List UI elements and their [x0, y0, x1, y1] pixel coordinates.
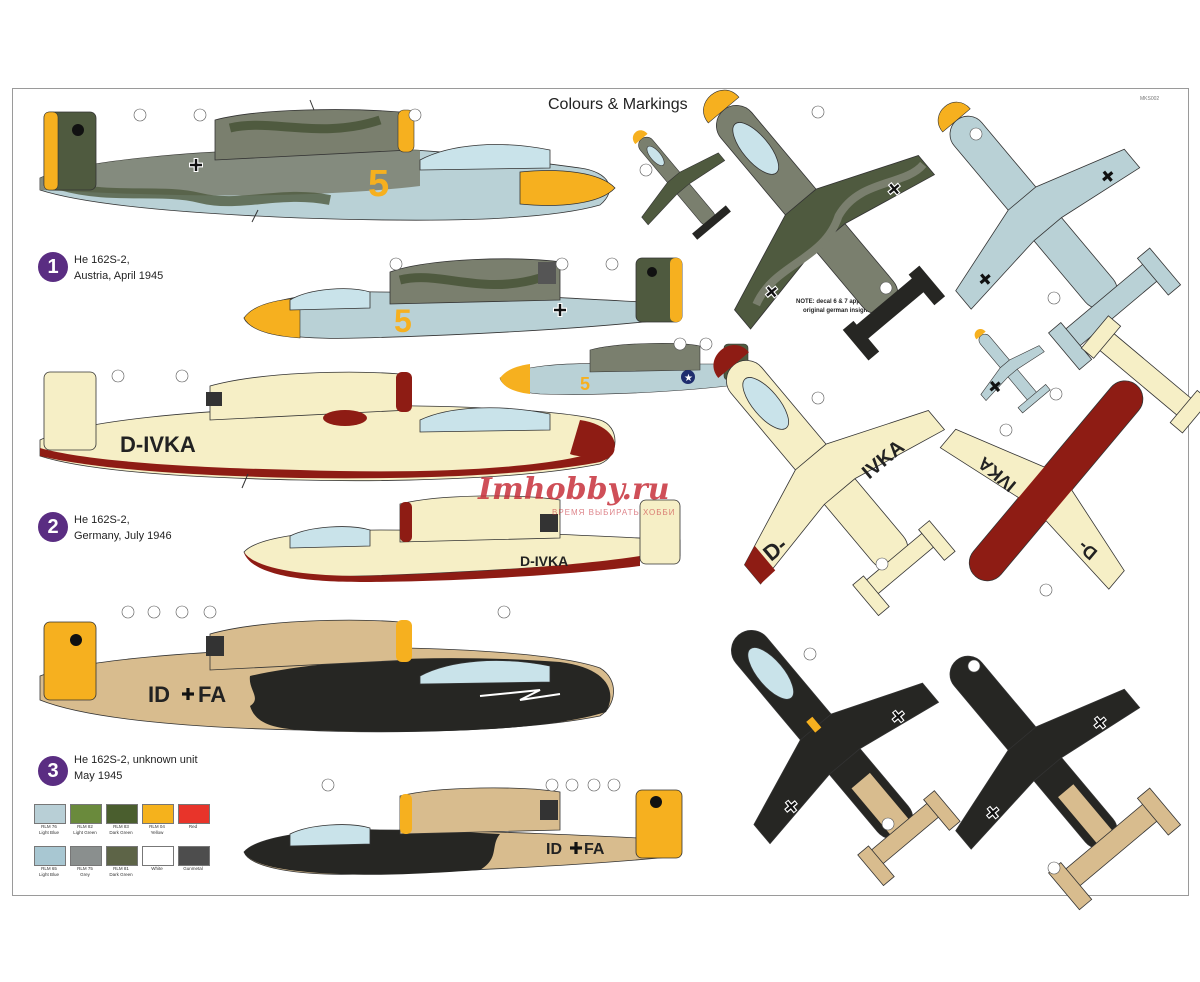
scheme-2-caption-line2: Germany, July 1946	[74, 530, 172, 542]
scheme3-side-code-right-right: FA	[584, 841, 605, 858]
scheme-1-caption-line1: He 162S-2,	[74, 254, 130, 266]
scheme-3-caption: He 162S-2, unknown unit May 1945	[74, 752, 198, 784]
scheme-2-badge: 2	[38, 512, 68, 542]
swatch-white	[142, 846, 174, 866]
scheme2-top: D- IVKA	[713, 345, 956, 617]
scheme2-side-registration-right: D-IVKA	[520, 553, 568, 569]
swatch-rlm83	[106, 804, 138, 824]
scheme3-side-code-right: FA	[198, 682, 226, 707]
scheme1-top-small	[632, 130, 731, 240]
scheme-1-caption-line2: Austria, April 1945	[74, 270, 164, 282]
swatch-gunmetal	[178, 846, 210, 866]
scheme1-bottom-small	[974, 328, 1051, 414]
swatch-rlm81	[106, 846, 138, 866]
swatch-label-4: Red	[188, 824, 198, 829]
scheme1-top-large	[703, 89, 946, 361]
decal-note: NOTE: decal 6 & 7 apply over original ge…	[796, 298, 879, 316]
swatch-rlm76	[34, 804, 66, 824]
sheet-title: Colours & Markings	[548, 96, 688, 113]
scheme3-side-code-left-right: ID	[546, 841, 562, 858]
scheme1-side-right: 5	[243, 257, 683, 339]
svg-text:★: ★	[684, 373, 693, 384]
scheme1-bottom-large	[937, 101, 1182, 371]
scheme3-top	[731, 630, 961, 887]
scheme1-small-number: 5	[580, 374, 590, 394]
swatch-label-9: Gunmetal	[183, 866, 203, 871]
scheme-3-caption-line1: He 162S-2, unknown unit	[74, 754, 198, 766]
decal-callouts	[111, 105, 1063, 875]
decal-note-line1: NOTE: decal 6 & 7 apply over	[796, 299, 880, 305]
sheet-code: MKS002	[1140, 96, 1160, 102]
swatch-rlm82	[70, 804, 102, 824]
swatch-rlm04	[142, 804, 174, 824]
watermark-tagline: ВРЕМЯ ВЫБИРАТЬ ХОББИ	[552, 508, 676, 517]
instruction-sheet	[12, 88, 1189, 896]
scheme-3-caption-line2: May 1945	[74, 770, 123, 782]
scheme1-side-small: ★ 5	[499, 343, 749, 395]
scheme-3-badge: 3	[38, 756, 68, 786]
scheme-2-caption: He 162S-2, Germany, July 1946	[74, 512, 172, 544]
scheme-2-caption-line1: He 162S-2,	[74, 514, 130, 526]
scheme-1-caption: He 162S-2, Austria, April 1945	[74, 252, 163, 284]
scheme3-side-right: ID FA	[243, 787, 683, 875]
swatch-rlm65	[34, 846, 66, 866]
scheme1-side-left: 5	[39, 99, 616, 223]
swatch-rlm75	[70, 846, 102, 866]
swatch-label-8: White	[151, 866, 163, 871]
swatch-red	[178, 804, 210, 824]
scheme3-bottom	[949, 655, 1182, 911]
scheme3-side-left: ID FA	[39, 619, 614, 733]
scheme2-bottom: IVKA D-	[939, 315, 1200, 590]
decal-note-line2: original german insignia	[803, 308, 873, 314]
scheme2-side-left: D-IVKA	[39, 371, 616, 489]
scheme2-side-registration: D-IVKA	[120, 432, 196, 457]
scheme2-side-right: D-IVKA	[243, 495, 681, 582]
scheme1-side-number: 5	[368, 163, 389, 205]
scheme-1-badge: 1	[38, 252, 68, 282]
scheme1-side-number-right: 5	[394, 303, 412, 339]
scheme3-side-code-left: ID	[148, 682, 170, 707]
watermark-logo: Imhobby.ru	[478, 472, 670, 507]
